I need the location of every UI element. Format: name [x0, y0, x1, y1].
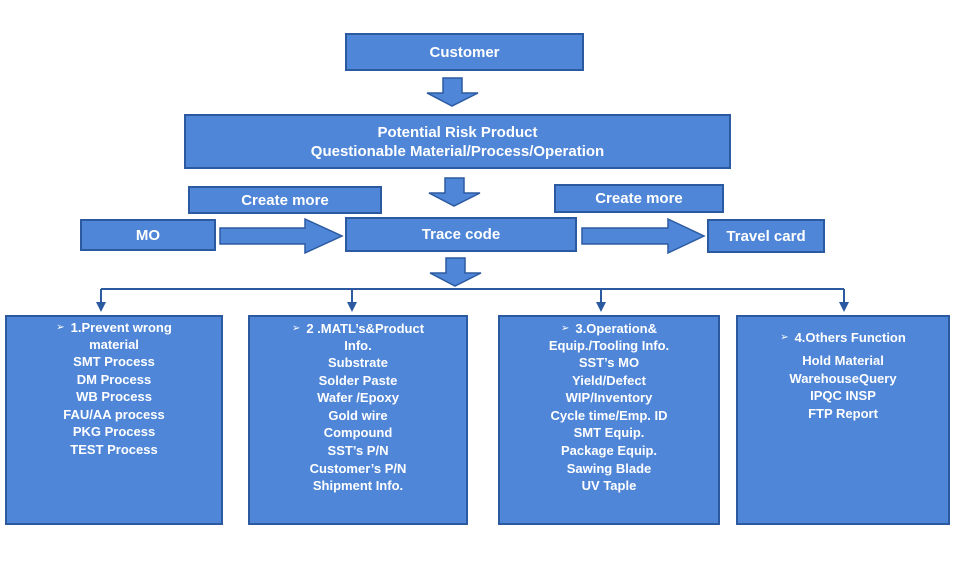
list-item: Gold wire — [328, 407, 388, 423]
list-item: Hold Material — [802, 353, 884, 368]
create-more-right-label: Create more — [595, 190, 683, 207]
list-item: FTP Report — [808, 405, 878, 421]
list-item: IPQC INSP — [810, 388, 876, 404]
column-4-title: ➢ 4.Others Function — [780, 329, 906, 346]
create-more-left-label: Create more — [241, 191, 329, 209]
column-1-title: ➢ 1.Prevent wrong — [56, 319, 172, 336]
column-2-title: ➢ 2 .MATL’s&Product — [292, 320, 424, 337]
customer-node: Customer — [345, 33, 584, 71]
travel-card-node: Travel card — [707, 219, 825, 253]
list-item: Shipment Info. — [312, 478, 404, 494]
list-item: Compound — [323, 425, 393, 441]
column-4-title-line-1: 4.Others Function — [794, 330, 906, 345]
list-item: SST’s P/N — [327, 442, 389, 458]
column-operation-equip-info: ➢ 3.Operation& Equip./Tooling Info. SST’… — [498, 315, 720, 525]
trace-code-label: Trace code — [421, 226, 501, 243]
travel-card-label: Travel card — [726, 227, 806, 245]
column-3-title-line-2: Equip./Tooling Info. — [548, 338, 670, 353]
list-item: Solder Paste — [318, 372, 398, 388]
list-item: Yield/Defect — [572, 372, 646, 388]
list-item: WB Process — [76, 389, 152, 405]
create-more-left-node: Create more — [188, 186, 382, 214]
column-prevent-wrong-material: ➢ 1.Prevent wrong material SMT Process D… — [5, 315, 223, 525]
column-2-title-line-2: Info. — [344, 338, 372, 353]
mo-node: MO — [80, 219, 216, 251]
down-arrow-risk — [428, 177, 481, 207]
tree-arrowhead-2 — [347, 302, 357, 312]
list-item: Substrate — [328, 355, 388, 370]
list-item: TEST Process — [70, 441, 158, 457]
bullet-arrow-icon: ➢ — [780, 332, 789, 343]
right-arrow-travel — [581, 217, 706, 255]
right-arrow-mo — [219, 217, 344, 255]
list-item: Customer’s P/N — [309, 460, 407, 476]
bullet-arrow-icon: ➢ — [560, 323, 570, 334]
list-item: SST’s MO — [578, 355, 640, 370]
tree-arrowhead-4 — [839, 302, 849, 312]
list-item: Cycle time/Emp. ID — [550, 407, 668, 423]
list-item: Wafer /Epoxy — [317, 390, 399, 406]
risk-line-1: Potential Risk Product — [377, 123, 538, 141]
down-arrow-trace — [429, 257, 482, 287]
list-item: WIP/Inventory — [565, 390, 653, 406]
bullet-arrow-icon: ➢ — [56, 322, 65, 333]
list-item: SMT Equip. — [573, 425, 645, 441]
column-1-title-line-1: 1.Prevent wrong — [70, 320, 172, 335]
tree-arrowhead-3 — [596, 302, 606, 312]
customer-label: Customer — [429, 43, 500, 61]
create-more-right-node: Create more — [554, 184, 724, 213]
column-matl-product-info: ➢ 2 .MATL’s&Product Info. Substrate Sold… — [248, 315, 468, 525]
list-item: FAU/AA process — [63, 406, 165, 422]
list-item: PKG Process — [72, 424, 156, 440]
mo-label: MO — [135, 226, 161, 244]
list-item: Package Equip. — [560, 442, 658, 458]
list-item: DM Process — [76, 371, 152, 387]
list-item: Sawing Blade — [566, 460, 652, 476]
column-2-title-line-1: 2 .MATL’s&Product — [306, 321, 425, 336]
list-item: UV Taple — [581, 478, 637, 494]
column-others-function: ➢ 4.Others Function Hold Material Wareho… — [736, 315, 950, 525]
down-arrow-customer — [426, 77, 479, 107]
trace-code-node: Trace code — [345, 217, 577, 252]
bullet-arrow-icon: ➢ — [291, 323, 301, 334]
list-item: WarehouseQuery — [789, 370, 897, 386]
tree-arrowhead-1 — [96, 302, 106, 312]
column-3-title: ➢ 3.Operation& — [561, 320, 657, 337]
list-item: SMT Process — [73, 354, 155, 369]
column-3-title-line-1: 3.Operation& — [575, 321, 657, 336]
risk-line-2: Questionable Material/Process/Operation — [310, 142, 605, 160]
column-1-title-line-2: material — [89, 337, 139, 352]
risk-product-node: Potential Risk Product Questionable Mate… — [184, 114, 731, 169]
